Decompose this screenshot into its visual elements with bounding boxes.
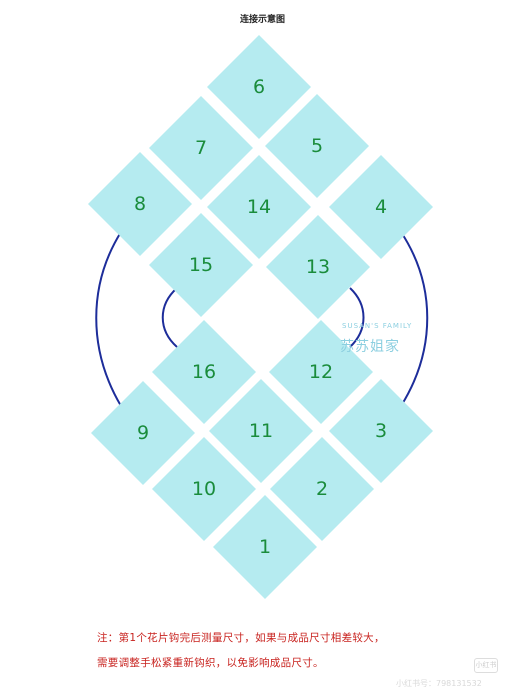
motif-number-7: 7 — [195, 137, 207, 159]
footer-account-id: 小红书号：798131532 — [396, 679, 482, 688]
motif-number-2: 2 — [316, 478, 328, 500]
motif-number-3: 3 — [375, 420, 387, 442]
watermark-name: 苏苏姐家 — [340, 339, 400, 355]
watermark-brand: SUSAN'S FAMILY — [342, 322, 413, 330]
motif-number-14: 14 — [247, 196, 271, 218]
motif-number-9: 9 — [137, 422, 149, 444]
motif-number-1: 1 — [259, 536, 271, 558]
motif-tile-16 — [152, 320, 256, 424]
motif-tile-14 — [207, 155, 311, 259]
motif-tile-12 — [269, 320, 373, 424]
motif-number-15: 15 — [189, 254, 213, 276]
right-outer-arc — [400, 231, 429, 407]
right-inner-arc — [349, 287, 365, 348]
left-inner-arc — [161, 287, 178, 348]
motif-number-16: 16 — [192, 361, 216, 383]
motif-tile-13 — [266, 215, 370, 319]
motif-tile-5 — [265, 94, 369, 198]
motif-number-12: 12 — [309, 361, 333, 383]
motif-tile-9 — [91, 381, 195, 485]
motif-number-13: 13 — [306, 256, 330, 278]
motif-number-4: 4 — [375, 196, 387, 218]
platform-badge: 小红书 — [474, 658, 498, 673]
diagram-title: 连接示意图 — [239, 15, 285, 25]
motif-tile-2 — [270, 437, 374, 541]
motif-tile-6 — [207, 35, 311, 139]
motif-tile-11 — [209, 379, 313, 483]
motif-number-5: 5 — [311, 135, 323, 157]
motif-tile-4 — [329, 155, 433, 259]
motif-number-8: 8 — [134, 193, 146, 215]
motif-tile-10 — [152, 437, 256, 541]
motif-tile-1 — [213, 495, 317, 599]
motif-number-10: 10 — [192, 478, 216, 500]
left-outer-arc — [95, 231, 122, 407]
note-line-1: 注：第1个花片钩完后测量尺寸，如果与成品尺寸相差较大， — [97, 632, 385, 644]
motif-number-6: 6 — [253, 76, 265, 98]
note-line-2: 需要调整手松紧重新钩织，以免影响成品尺寸。 — [97, 657, 324, 669]
motif-tile-7 — [149, 96, 253, 200]
note-text: 注：第1个花片钩完后测量尺寸，如果与成品尺寸相差较大， 需要调整手松紧重新钩织，… — [97, 626, 457, 676]
motif-tile-3 — [329, 379, 433, 483]
motif-tile-15 — [149, 213, 253, 317]
motif-number-11: 11 — [249, 420, 273, 442]
motif-tile-8 — [88, 152, 192, 256]
